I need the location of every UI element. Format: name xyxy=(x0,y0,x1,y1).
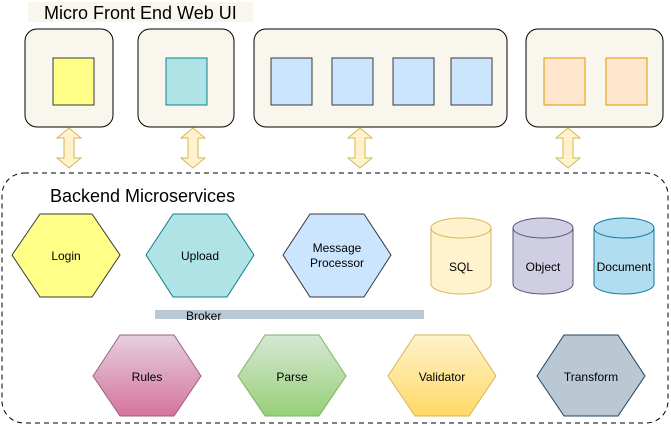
service-transform: Transform xyxy=(536,334,646,417)
bidirectional-arrow-2 xyxy=(179,127,207,169)
backend-title: Backend Microservices xyxy=(50,186,235,206)
service-label: Transform xyxy=(564,370,618,384)
bidirectional-arrow-3 xyxy=(346,127,374,169)
frontend-panel xyxy=(450,57,493,106)
frontend-title: Micro Front End Web UI xyxy=(44,3,237,23)
service-label-line-2: Processor xyxy=(310,256,364,270)
service-label: Rules xyxy=(132,370,163,384)
service-message-processor: Message Processor xyxy=(282,213,392,298)
frontend-panel xyxy=(165,57,208,106)
frontend-group-4 xyxy=(525,28,664,128)
service-label: Validator xyxy=(419,370,465,384)
service-label: Login xyxy=(51,249,80,263)
datastore-label: Document xyxy=(597,260,652,274)
frontend-group-3 xyxy=(253,28,508,128)
service-label: Upload xyxy=(181,249,219,263)
frontend-panel xyxy=(392,57,435,106)
frontend-panel xyxy=(270,57,313,106)
frontend-panel xyxy=(543,57,586,106)
frontend-group-2 xyxy=(137,28,235,128)
backend-container xyxy=(1,172,669,424)
datastore-object: Object xyxy=(512,217,574,295)
frontend-group-1 xyxy=(24,28,114,128)
datastore-document: Document xyxy=(593,217,655,295)
frontend-title-bg xyxy=(28,2,253,22)
datastore-label: SQL xyxy=(449,260,473,274)
service-rules: Rules xyxy=(92,334,202,417)
frontend-panel xyxy=(52,57,95,106)
bidirectional-arrow-4 xyxy=(554,127,582,169)
datastore-label: Object xyxy=(526,260,561,274)
service-label: Parse xyxy=(276,370,308,384)
service-label-line-1: Message xyxy=(313,241,362,255)
service-parse: Parse xyxy=(237,334,347,417)
datastore-sql: SQL xyxy=(430,217,492,295)
service-login: Login xyxy=(11,213,121,298)
bidirectional-arrow-1 xyxy=(55,127,83,169)
broker-label: Broker xyxy=(186,309,221,323)
broker-bar xyxy=(155,310,424,319)
service-validator: Validator xyxy=(387,334,497,417)
service-upload: Upload xyxy=(145,213,255,298)
frontend-panel xyxy=(605,57,648,106)
frontend-panel xyxy=(331,57,374,106)
